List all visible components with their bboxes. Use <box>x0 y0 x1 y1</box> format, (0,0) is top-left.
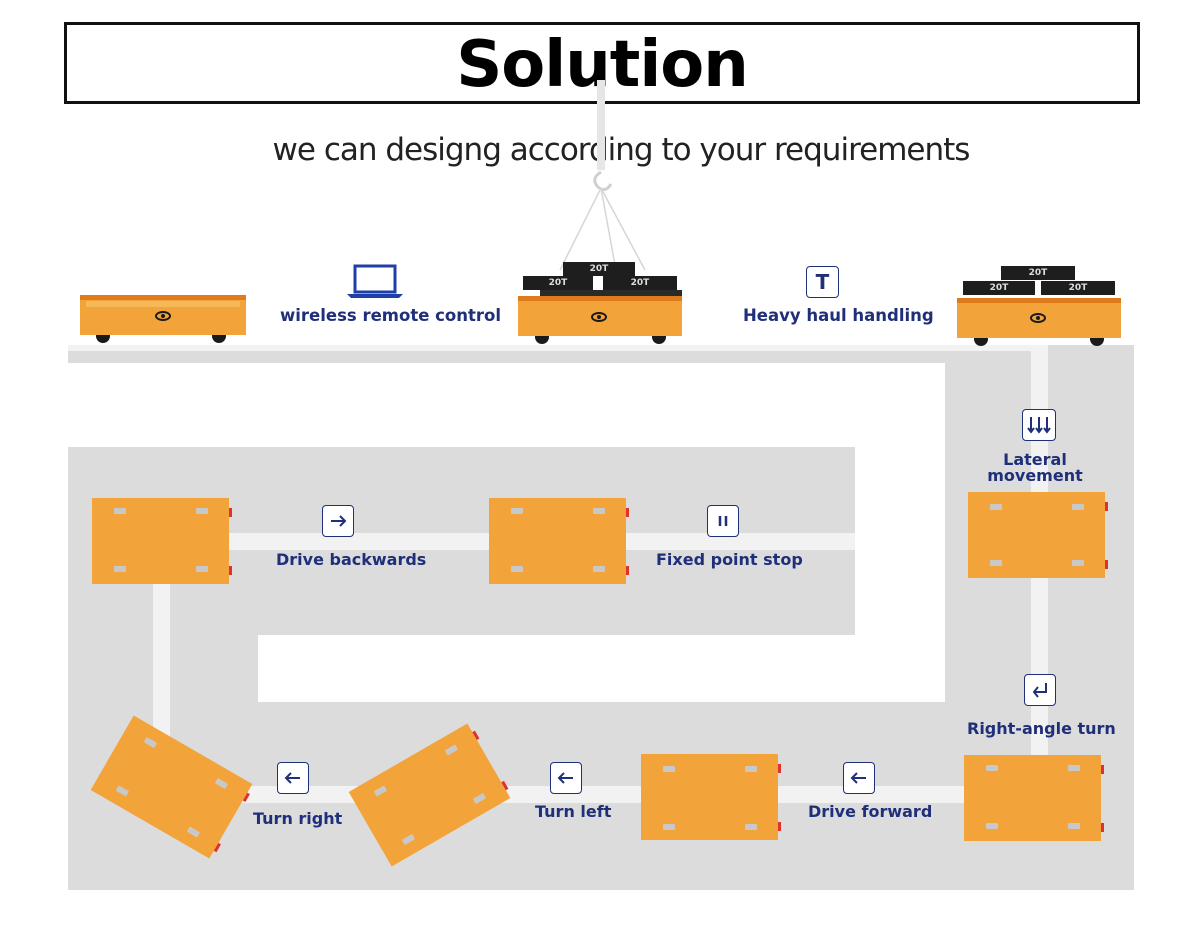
right-arrow-icon <box>322 505 354 537</box>
double-down-arrow-icon <box>1022 409 1056 441</box>
label-drive-forward: Drive forward <box>808 802 933 821</box>
load-block: 20T <box>1041 281 1115 295</box>
load-block: 20T <box>563 262 635 276</box>
label-right-angle: Right-angle turn <box>967 719 1116 738</box>
cart-drive-forward <box>641 754 781 840</box>
load-block: 20T <box>523 276 593 290</box>
t-letter-icon: T <box>806 266 839 298</box>
load-block: 20T <box>1001 266 1075 280</box>
logo-eye-icon <box>1030 313 1046 323</box>
left-arrow-icon <box>277 762 309 794</box>
label-lateral-line1: Lateral <box>1003 450 1067 469</box>
page-subtitle: we can designg according to your require… <box>272 132 971 168</box>
pause-icon <box>707 505 739 537</box>
label-fixed-point-stop: Fixed point stop <box>656 550 803 569</box>
label-wireless: wireless remote control <box>280 306 502 325</box>
floor-gap-upper <box>68 363 945 447</box>
cart-drive-backwards <box>92 498 232 584</box>
laptop-icon <box>347 264 403 298</box>
left-arrow-icon <box>550 762 582 794</box>
label-turn-left: Turn left <box>535 802 612 821</box>
lane-top <box>68 345 1048 351</box>
return-arrow-icon <box>1024 674 1056 706</box>
label-drive-backwards: Drive backwards <box>276 550 427 569</box>
load-block: 20T <box>603 276 677 290</box>
floor-gap-lower <box>258 635 945 702</box>
crane-hook-illustration <box>559 80 646 271</box>
cart-fixed-point-stop <box>489 498 629 584</box>
cart-lateral <box>968 492 1108 578</box>
label-heavy-haul: Heavy haul handling <box>743 306 934 325</box>
left-arrow-icon <box>843 762 875 794</box>
cart-right-angle <box>964 755 1104 841</box>
load-block: 20T <box>963 281 1035 295</box>
logo-eye-icon <box>591 312 607 322</box>
label-turn-right: Turn right <box>253 809 343 828</box>
logo-eye-icon <box>155 311 171 321</box>
label-lateral-line2: movement <box>987 466 1083 485</box>
